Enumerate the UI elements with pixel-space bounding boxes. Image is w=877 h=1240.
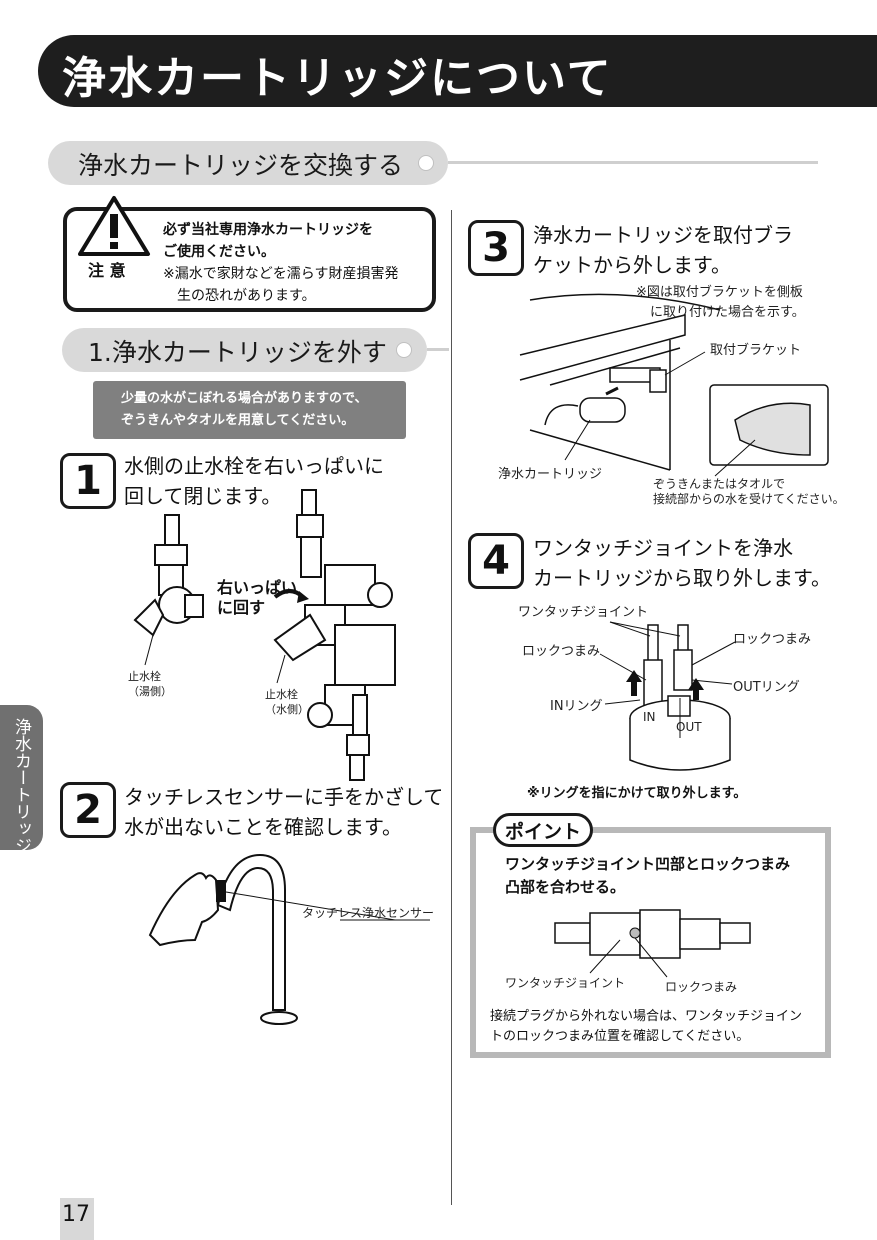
towel-note-line-1: ぞうきんまたはタオルで [653,477,786,491]
turn-instruction-line-1: 右いっぱい [217,578,298,597]
point-heading-line-1: ワンタッチジョイント凹部とロックつまみ [505,855,791,873]
bracket-note-line-1: ※図は取付ブラケットを側板 [636,285,803,300]
out-mark: OUT [676,720,702,734]
point-lock-label: ロックつまみ [665,980,738,994]
lock-knob-label-left: ロックつまみ [522,644,601,659]
note-line-2: ぞうきんやタオルを用意してください。 [121,413,355,428]
touchless-faucet-illustration [148,853,430,1025]
step-2-text-line-1: タッチレスセンサーに手をかざして [124,785,444,809]
point-joint-label: ワンタッチジョイント [505,976,626,990]
subsection-rule [427,348,449,351]
caution-line-3: ※漏水で家財などを濡らす財産損害発 [163,266,399,282]
one-touch-joint-illustration [599,621,736,771]
title-banner [38,35,877,107]
subsection-heading-dot [396,342,412,358]
note-line-1: 少量の水がこぼれる場合がありますので、 [121,391,368,406]
cold-valve-label-1: 止水栓 [265,688,298,701]
step-3-number: 3 [468,220,524,276]
hot-valve-label-2: （湯側） [128,685,172,698]
shutoff-valve-illustration [133,489,396,781]
point-body-line-1: 接続プラグから外れない場合は、ワンタッチジョイン [490,1009,803,1024]
step-4-number: 4 [468,533,524,589]
cartridge-label: 浄水カートリッジ [498,467,603,482]
towel-note-line-2: 接続部からの水を受けてください。 [653,492,845,506]
step-4-text-line-2: カートリッジから取り外します。 [533,566,831,590]
side-chapter-tab [0,705,43,850]
caution-line-1: 必ず当社専用浄水カートリッジを [163,222,373,238]
step-2-text-line-2: 水が出ないことを確認します。 [124,815,402,839]
page-number: 17 [62,1202,90,1227]
in-ring-label: INリング [550,699,603,714]
joint-alignment-illustration [554,909,751,978]
page-number-box [60,1198,94,1240]
section-heading-pill [48,141,448,185]
caution-label: 注 意 [88,261,126,280]
side-chapter-tab-text: 浄水カートリッジ [11,718,31,854]
hot-valve-label-1: 止水栓 [128,670,161,683]
subsection-heading: 1.浄水カートリッジを外す [88,338,387,367]
subsection-heading-pill [62,328,427,372]
cold-valve-label-2: （水側） [265,703,309,716]
step-4-text-line-1: ワンタッチジョイントを浄水 [533,536,793,560]
step-2-number: 2 [60,782,116,838]
point-label: ポイント [493,813,593,847]
sensor-label: タッチレス浄水センサー [302,906,435,920]
lock-knob-label-right: ロックつまみ [733,632,812,647]
step-1-number: 1 [60,453,116,509]
bracket-note-line-2: に取り付けた場合を示す。 [650,305,805,320]
out-ring-label: OUTリング [733,680,800,695]
bracket-label: 取付ブラケット [710,343,802,358]
step-1-text-line-2: 回して閉じます。 [124,484,282,508]
point-heading-line-2: 凸部を合わせる。 [505,878,626,896]
ring-removal-note: ※リングを指にかけて取り外します。 [527,786,747,801]
column-divider [451,210,452,1205]
joint-label: ワンタッチジョイント [518,605,649,620]
step-1-text-line-1: 水側の止水栓を右いっぱいに [124,454,384,478]
section-heading-dot [418,155,434,171]
turn-instruction-line-2: に回す [217,598,266,617]
caution-box [63,207,436,312]
water-spill-note: 少量の水がこぼれる場合がありますので、 ぞうきんやタオルを用意してください。 [93,381,406,439]
step-3-text-line-1: 浄水カートリッジを取付ブラ [533,223,793,247]
section-rule [448,161,818,164]
point-box [470,827,831,1058]
page-title: 浄水カートリッジについて [62,53,613,104]
section-heading: 浄水カートリッジを交換する [78,151,404,180]
caution-line-2: ご使用ください。 [163,244,275,260]
cartridge-bracket-illustration [519,293,829,477]
step-3-text-line-2: ケットから外します。 [533,253,731,277]
point-body-line-2: トのロックつまみ位置を確認してください。 [490,1029,750,1044]
in-mark: IN [643,710,656,724]
warning-icon [78,196,150,256]
caution-line-4: 生の恐れがあります。 [177,288,316,304]
